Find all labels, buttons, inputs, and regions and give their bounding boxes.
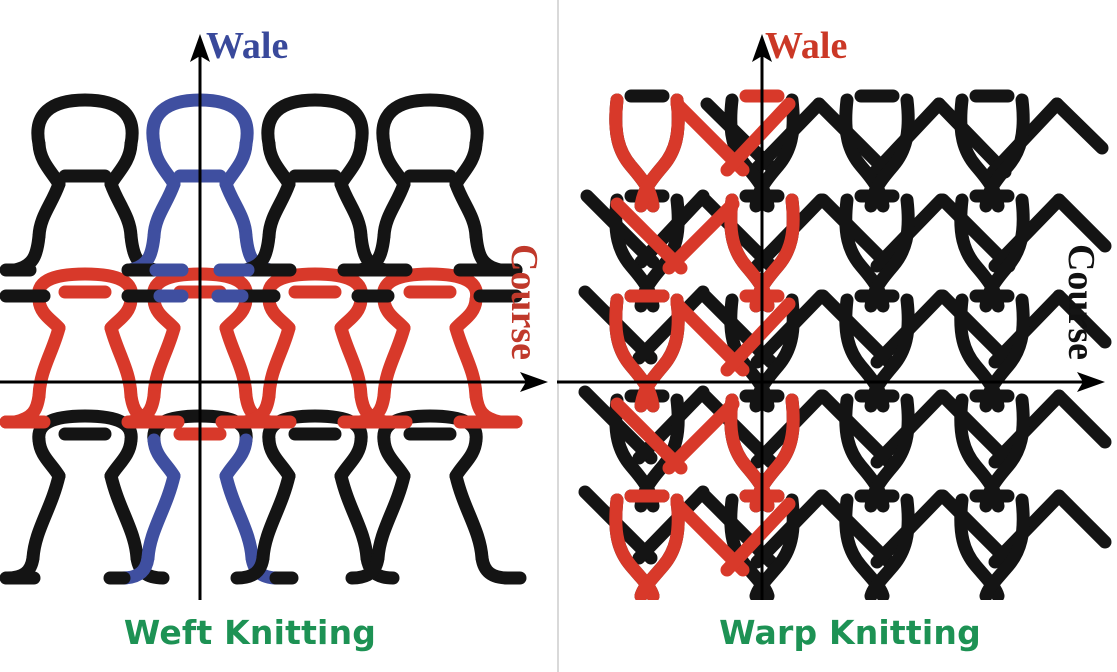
warp-knitting-panel: [557, 0, 1117, 600]
weft-wale-arrowhead: [190, 34, 210, 62]
weft-knitting-panel: [0, 0, 560, 600]
course-axis-label-weft: Course: [503, 243, 546, 361]
warp-course-arrowhead: [1077, 372, 1105, 392]
panel-divider: [557, 0, 559, 672]
warp-knitting-caption: Warp Knitting: [719, 613, 981, 652]
wale-axis-label-warp: Wale: [765, 25, 848, 67]
weft-knitting-diagram: [0, 34, 548, 600]
weft-course-row: [0, 409, 527, 585]
warp-highlight-yarn-red: [609, 89, 800, 600]
warp-axes: [557, 34, 1105, 600]
wale-axis-label-weft: Wale: [206, 25, 289, 67]
weft-axes: [0, 34, 548, 600]
warp-loop-fabric: [578, 89, 1112, 600]
weft-course-row: [0, 93, 523, 277]
warp-knitting-diagram: [557, 34, 1112, 600]
course-axis-label-warp: Course: [1060, 243, 1103, 361]
weft-course-arrowhead: [520, 372, 548, 392]
weft-loop-fabric: [0, 93, 527, 585]
weft-knitting-caption: Weft Knitting: [123, 613, 377, 652]
warp-wale-arrowhead: [752, 34, 772, 62]
